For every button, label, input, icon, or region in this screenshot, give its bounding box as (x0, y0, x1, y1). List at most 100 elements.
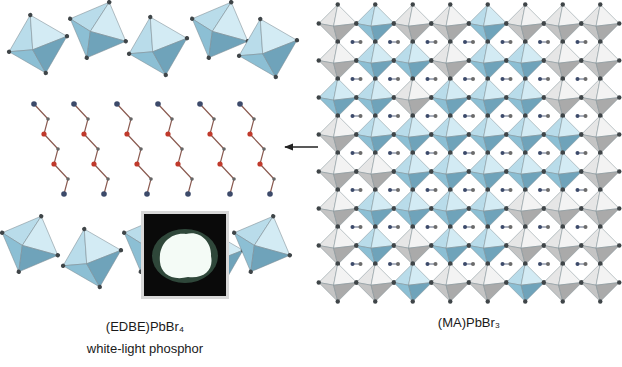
bromide-atom (523, 76, 527, 80)
bromide-atom (336, 299, 340, 303)
ma-atom (359, 188, 363, 192)
bromide-atom (411, 299, 415, 303)
bromide-atom (617, 95, 621, 99)
bromide-atom (486, 113, 490, 117)
ma-atom (463, 77, 467, 81)
ma-atom (501, 77, 505, 81)
chain-atom (207, 131, 212, 136)
octahedron (317, 76, 359, 118)
octahedron (317, 150, 359, 192)
ma-atom (538, 225, 542, 229)
bromide-atom (561, 113, 565, 117)
chain-atom (86, 117, 90, 121)
bromide-atom (504, 169, 508, 173)
ma-atom (359, 225, 363, 229)
ma-atom (388, 114, 392, 118)
octahedron-face (446, 190, 469, 212)
bromide-atom (598, 187, 602, 191)
octahedron-face (409, 153, 432, 175)
bromide-atom (411, 2, 415, 6)
ma-atom (396, 77, 400, 81)
ma-atom (576, 262, 580, 266)
bromide-atom (0, 230, 5, 236)
bromide-atom (373, 224, 377, 228)
octahedron-face (371, 116, 394, 138)
octahedron (220, 202, 304, 286)
octahedron (354, 39, 396, 81)
octahedron (392, 150, 434, 192)
octahedron (354, 187, 396, 229)
compound-name: (MA)PbBr₃ (435, 312, 503, 334)
ma-atom (434, 40, 438, 44)
bromide-atom (429, 206, 433, 210)
ma-atom (396, 188, 400, 192)
ma-atom (509, 262, 513, 266)
bromide-atom (579, 169, 583, 173)
octahedron (354, 261, 396, 303)
octahedron-face (334, 5, 357, 27)
octahedron (542, 150, 584, 192)
octahedron-face (409, 190, 432, 212)
octahedron (504, 76, 546, 118)
octahedron-face (371, 153, 394, 175)
bromide-atom (354, 280, 358, 284)
bromide-atom (392, 132, 396, 136)
octahedron-face (484, 227, 507, 249)
bromide-atom (392, 58, 396, 62)
chain-atom (267, 191, 273, 197)
bromide-atom (486, 150, 490, 154)
bromide-atom (392, 95, 396, 99)
octahedron-face (409, 116, 432, 138)
ma-atom (388, 262, 392, 266)
octahedron (579, 224, 621, 266)
bromide-atom (392, 21, 396, 25)
octahedron-face (334, 153, 357, 175)
octahedron-face (409, 42, 432, 64)
bromide-atom (411, 39, 415, 43)
bromide-atom (448, 76, 452, 80)
ma-atom (426, 188, 430, 192)
octahedron-face (484, 42, 507, 64)
octahedron-face (596, 190, 619, 212)
bromide-atom (467, 206, 471, 210)
bromide-atom (561, 299, 565, 303)
ma-atom (359, 151, 363, 155)
ma-atom (546, 40, 550, 44)
bromide-atom (486, 261, 490, 265)
bromide-atom (336, 76, 340, 80)
octahedron (119, 7, 198, 86)
bromide-atom (55, 252, 61, 258)
bromide-atom (523, 224, 527, 228)
bromide-atom (561, 76, 565, 80)
bromide-atom (598, 113, 602, 117)
bromide-atom (542, 21, 546, 25)
octahedron (392, 113, 434, 155)
bromide-atom (598, 2, 602, 6)
bromide-atom (287, 252, 293, 258)
octahedron-face (521, 153, 544, 175)
bromide-atom (542, 132, 546, 136)
octahedron-face (596, 283, 619, 302)
ma-atom (396, 114, 400, 118)
bromide-atom (486, 224, 490, 228)
bromide-atom (429, 21, 433, 25)
bromide-atom (523, 150, 527, 154)
octahedron (542, 113, 584, 155)
chain-atom (180, 147, 184, 151)
bromide-atom (579, 206, 583, 210)
ma-atom (546, 77, 550, 81)
chain-atom (56, 147, 60, 151)
octahedron (467, 187, 509, 229)
bromide-atom (448, 224, 452, 228)
bromide-atom (392, 206, 396, 210)
bromide-atom (317, 132, 321, 136)
bromide-atom (106, 0, 112, 5)
bromide-atom (467, 132, 471, 136)
bromide-atom (373, 261, 377, 265)
octahedron-face (446, 42, 469, 64)
octahedron-face (521, 227, 544, 249)
bromide-atom (317, 243, 321, 247)
structure-panel: (EDBE)PbBr₄white-light phosphor (5, 4, 285, 360)
compound-property: white-light phosphor (84, 338, 206, 360)
bromide-atom (617, 21, 621, 25)
